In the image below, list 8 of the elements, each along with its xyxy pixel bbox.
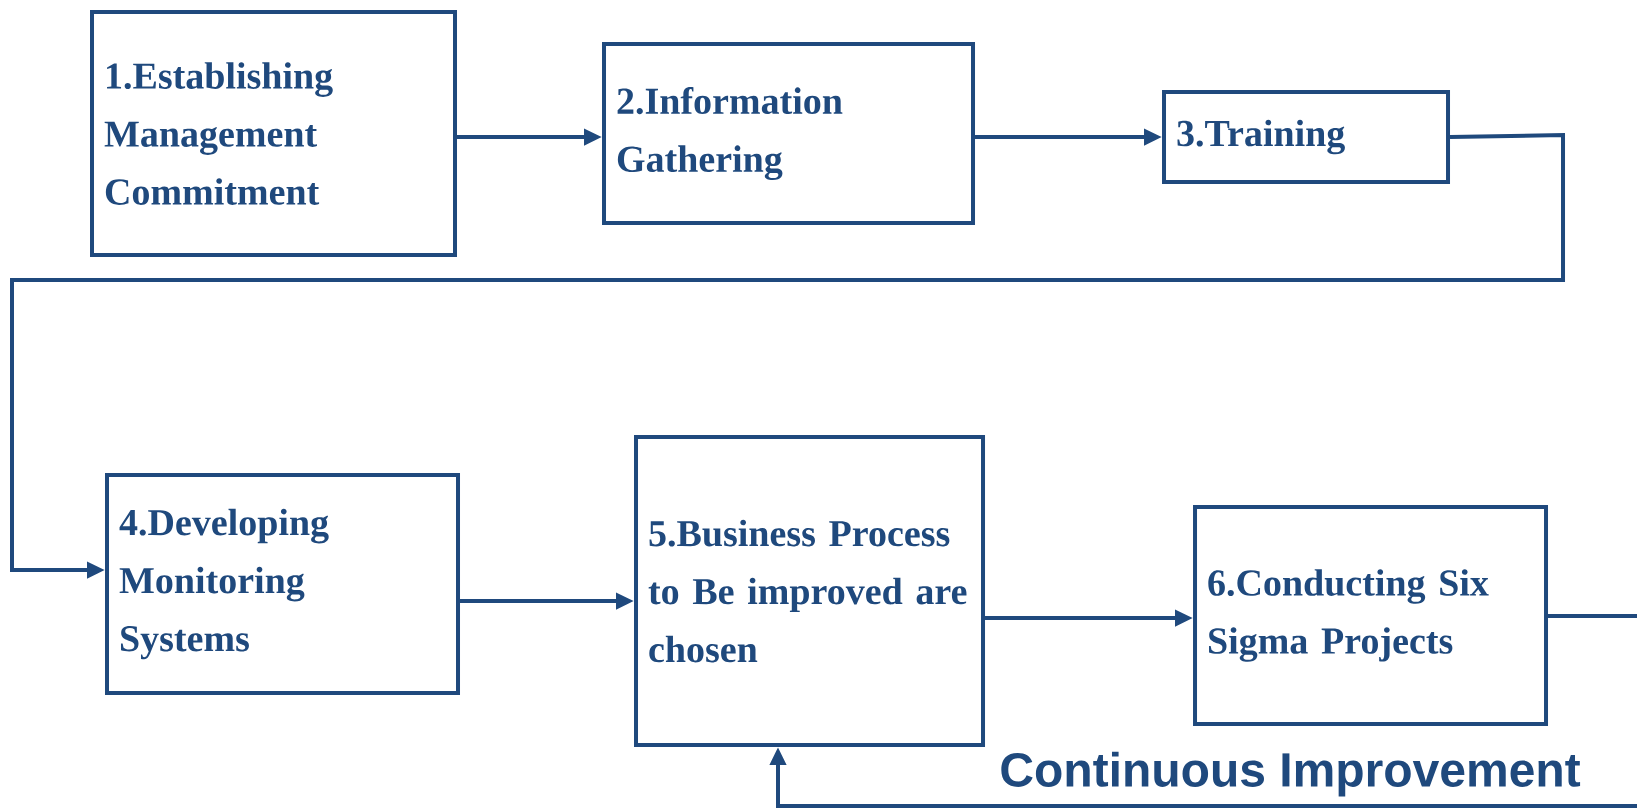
process-box: 3.Training [1162,90,1450,184]
process-box: 6.Conducting Six Sigma Projects [1193,505,1548,726]
process-box: 1.Establishing Management Commitment [90,10,457,257]
process-box: 4.Developing Monitoring Systems [105,473,460,695]
process-box: 5.Business Process to Be improved are chosen [634,435,985,747]
arrow [769,614,1637,808]
edge-label: Continuous Improvement [997,749,1583,799]
process-box: 2.Information Gathering [602,42,975,225]
